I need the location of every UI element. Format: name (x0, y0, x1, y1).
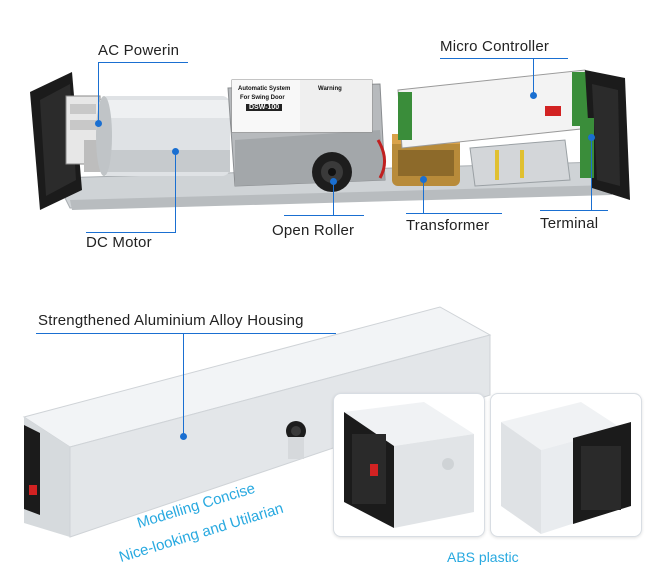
dc-motor-line-h (86, 232, 176, 233)
bottom-section: Strengthened Aluminium Alloy Housing Mod… (0, 265, 660, 584)
micro-controller-line-v (533, 58, 534, 94)
terminal-line-v (591, 138, 592, 210)
micro-controller-label: Micro Controller (440, 38, 550, 55)
open-roller-line-h (284, 215, 364, 216)
dc-motor-label: DC Motor (86, 234, 152, 251)
transformer-dot (420, 176, 427, 183)
terminal-dot (588, 134, 595, 141)
plate-warning: Warning (318, 86, 342, 92)
plate-model: DSW-100 (246, 104, 283, 111)
dc-motor-dot (172, 148, 179, 155)
plate-title: Automatic System (238, 86, 291, 92)
micro-controller-dot (530, 92, 537, 99)
terminal-label: Terminal (540, 215, 599, 232)
open-roller-line-v (333, 182, 334, 215)
power-switch (29, 485, 37, 495)
ac-powerin-label: AC Powerin (98, 42, 180, 59)
abs-switch (370, 464, 378, 476)
micro-controller-board (397, 69, 591, 149)
ac-powerin-line-v (98, 62, 99, 124)
micro-controller-line-h (440, 58, 568, 59)
transformer-label: Transformer (406, 217, 490, 234)
housing-line-v (183, 333, 184, 436)
housing-line-h (36, 333, 336, 334)
dc-motor-line-v (175, 152, 176, 232)
ac-powerin-dot (95, 120, 102, 127)
housing-endcap (24, 425, 40, 515)
transformer-line-h (406, 213, 502, 214)
abs-photo-right (490, 393, 642, 537)
housing-dot (180, 433, 187, 440)
ac-powerin-line-h (98, 62, 188, 63)
transformer-line-v (423, 180, 424, 213)
abs-photo-left (333, 393, 485, 537)
housing-illustration (22, 306, 492, 538)
housing-label: Strengthened Aluminium Alloy Housing (38, 312, 304, 329)
open-roller-label: Open Roller (272, 222, 355, 239)
top-section: Automatic System For Swing Door DSW-100 … (0, 0, 660, 265)
plate-subtitle: For Swing Door (240, 95, 285, 101)
abs-plastic-caption: ABS plastic (447, 549, 519, 565)
open-roller-dot (330, 178, 337, 185)
terminal-line-h (540, 210, 608, 211)
